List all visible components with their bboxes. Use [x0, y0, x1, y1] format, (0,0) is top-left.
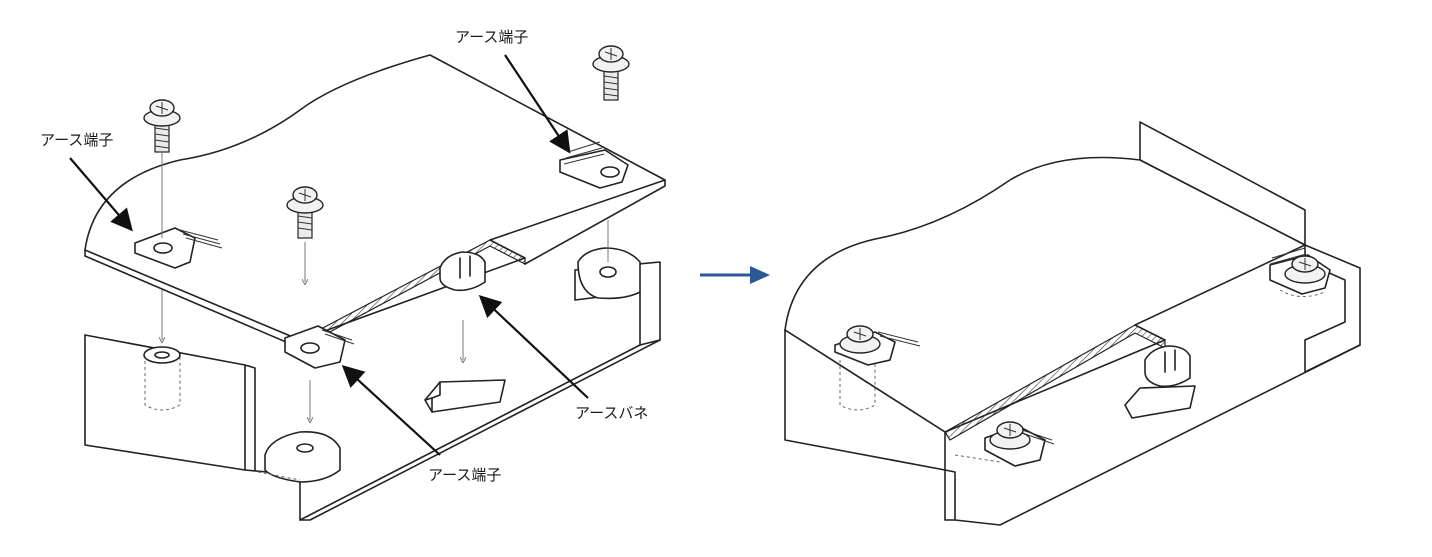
top-plate-exploded [84, 54, 666, 350]
label-earth-spring: アースバネ [575, 404, 648, 422]
earth-terminal-left-part [134, 227, 223, 269]
screw-right [592, 45, 630, 101]
earth-terminal-right-part [559, 141, 629, 189]
earth-terminal-bottom-part [284, 325, 355, 369]
label-earth-terminal-left: アース端子 [40, 131, 113, 149]
spring-seat-block [424, 379, 506, 413]
right-arrow-icon [700, 266, 770, 284]
assembly-guides [162, 220, 609, 420]
callout-arrows [69, 54, 589, 456]
label-earth-terminal-bottom: アース端子 [428, 466, 501, 484]
base-bracket-exploded [84, 247, 661, 521]
bottom-tab-exploded [257, 431, 341, 483]
standoff-exploded [143, 346, 181, 411]
assembled-screw-right [1269, 247, 1331, 297]
screw-left [143, 99, 181, 238]
assembled-screw-left [834, 325, 921, 366]
earth-spring-part [439, 251, 486, 292]
assembled-screw-bottom [984, 421, 1055, 467]
assembled-view [784, 121, 1361, 526]
screw-center [286, 186, 324, 282]
label-earth-terminal-top: アース端子 [455, 28, 528, 46]
